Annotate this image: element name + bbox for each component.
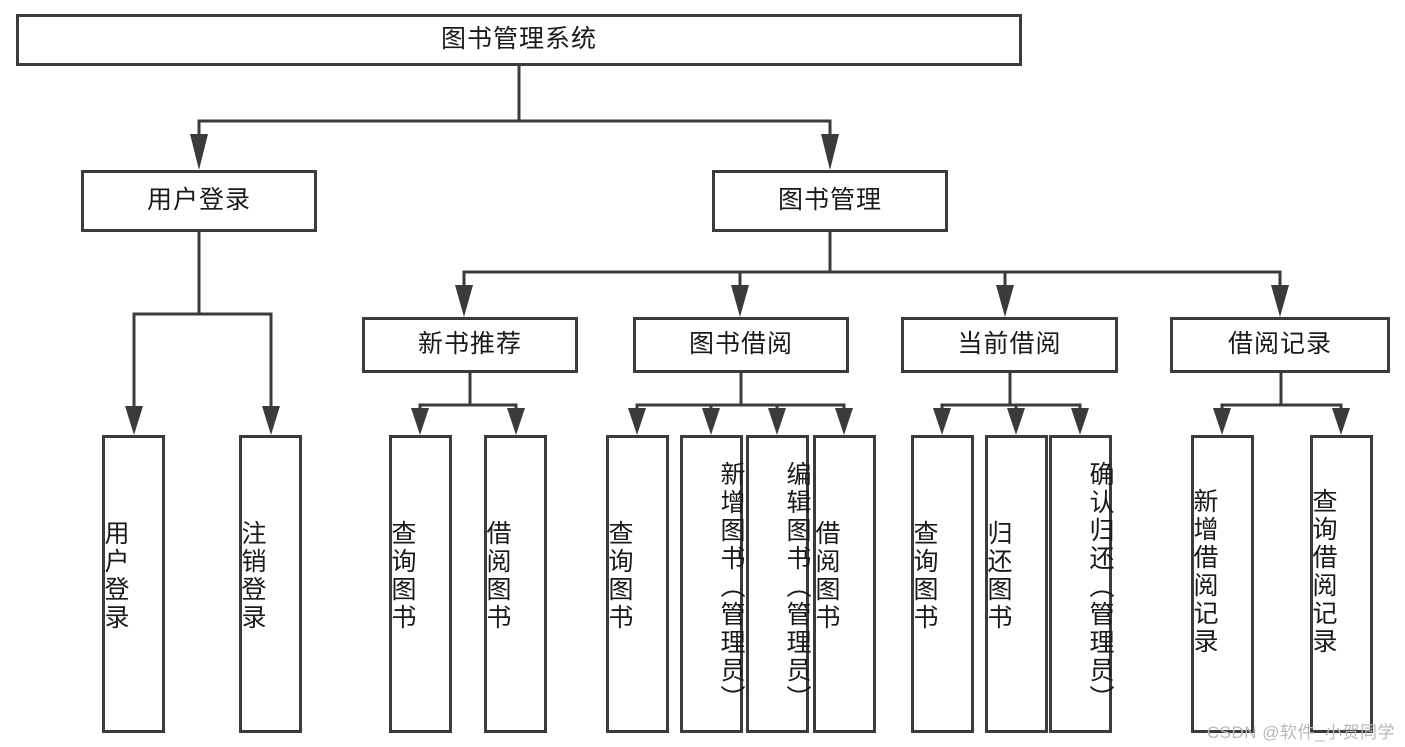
arrow-to-borrow-record-icon: [1271, 285, 1289, 317]
watermark-text: CSDN @软件_小贺同学: [1206, 723, 1395, 742]
node-box-root[interactable]: [16, 14, 1022, 66]
leaf-box-borrow-book-1[interactable]: [484, 435, 547, 733]
leaf-box-logout[interactable]: [239, 435, 302, 733]
node-box-borrow-record[interactable]: [1170, 317, 1390, 373]
arrow-to-borrow-book-2-icon: [835, 408, 853, 435]
leaf-box-borrow-book-2[interactable]: [813, 435, 876, 733]
arrow-to-query-book-3-icon: [933, 408, 951, 435]
node-box-book-management[interactable]: [712, 170, 948, 232]
arrow-to-add-book-admin-icon: [702, 408, 720, 435]
leaf-box-add-book-admin[interactable]: [680, 435, 743, 733]
arrow-to-query-book-1-icon: [411, 408, 429, 435]
arrow-to-book-borrow-icon: [731, 285, 749, 317]
arrow-to-confirm-return-admin-icon: [1071, 408, 1089, 435]
arrow-to-query-borrow-record-icon: [1332, 408, 1350, 435]
node-box-book-borrow[interactable]: [633, 317, 849, 373]
leaf-box-edit-book-admin[interactable]: [746, 435, 809, 733]
arrow-to-query-book-2-icon: [628, 408, 646, 435]
arrow-to-return-book-icon: [1007, 408, 1025, 435]
leaf-box-query-book-2[interactable]: [606, 435, 669, 733]
arrow-root-to-user-login-icon: [190, 134, 208, 170]
arrow-to-borrow-book-1-icon: [507, 408, 525, 435]
node-box-user-login[interactable]: [81, 170, 317, 232]
node-box-current-borrow[interactable]: [901, 317, 1118, 373]
leaf-box-query-book-1[interactable]: [389, 435, 452, 733]
leaf-box-confirm-return-admin[interactable]: [1049, 435, 1112, 733]
arrow-to-new-book-recommend-icon: [455, 285, 473, 317]
leaf-box-add-borrow-record[interactable]: [1191, 435, 1254, 733]
leaf-box-query-borrow-record[interactable]: [1310, 435, 1373, 733]
node-box-new-book-recommend[interactable]: [362, 317, 578, 373]
arrow-to-current-borrow-icon: [996, 285, 1014, 317]
leaf-box-return-book[interactable]: [985, 435, 1048, 733]
leaf-box-query-book-3[interactable]: [911, 435, 974, 733]
arrow-to-user-login-leaf-icon: [125, 406, 143, 435]
arrow-to-logout-leaf-icon: [262, 406, 280, 435]
leaf-box-user-login[interactable]: [102, 435, 165, 733]
arrow-to-edit-book-admin-icon: [768, 408, 786, 435]
arrow-to-add-borrow-record-icon: [1213, 408, 1231, 435]
arrow-root-to-book-management-icon: [821, 134, 839, 170]
